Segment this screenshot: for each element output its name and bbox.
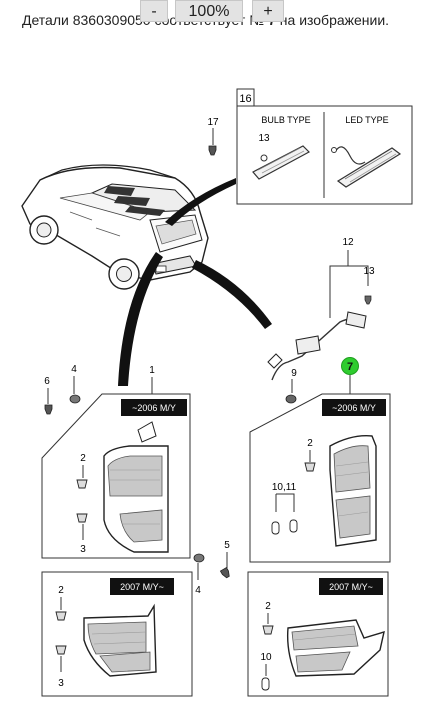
callout-3-a: 3 xyxy=(80,544,86,555)
svg-text:6: 6 xyxy=(44,376,50,387)
box-16-number: 16 xyxy=(239,93,251,105)
title-suffix: на изображении. xyxy=(279,12,390,28)
bulb-callout-13: 13 xyxy=(258,133,270,144)
left-tail-lamp-2007-icon xyxy=(83,603,157,677)
svg-text:4: 4 xyxy=(195,585,201,596)
callout-7: 7 xyxy=(347,361,353,373)
pointer-to-right-lamp xyxy=(192,260,272,329)
svg-text:1: 1 xyxy=(149,365,155,376)
svg-text:5: 5 xyxy=(224,540,230,551)
pointer-to-box-16 xyxy=(165,178,236,226)
callout-12-harness: 12 13 xyxy=(267,237,375,381)
callout-1: 1 xyxy=(149,365,155,394)
callout-6: 6 xyxy=(44,376,53,415)
box-16: 16 BULB TYPE LED TYPE 13 xyxy=(236,88,413,205)
svg-text:9: 9 xyxy=(291,368,297,379)
right-tail-lamp-2006-icon xyxy=(329,435,377,547)
callout-10: 10 xyxy=(260,652,272,663)
svg-text:17: 17 xyxy=(207,117,219,128)
callout-2-a: 2 xyxy=(80,453,86,464)
zoom-in-button[interactable]: + xyxy=(252,0,284,22)
right-bottom-year-label: 2007 M/Y~ xyxy=(329,582,373,592)
callout-5: 5 xyxy=(219,540,230,579)
zoom-level-button[interactable]: 100% xyxy=(175,0,243,22)
callout-2-d: 2 xyxy=(265,601,271,612)
callout-4-top: 4 xyxy=(69,364,81,404)
callout-17: 17 xyxy=(207,117,219,156)
pointer-to-left-lamp xyxy=(118,252,163,386)
callout-10-11: 10,11 xyxy=(272,482,297,493)
right-tail-lamp-panel-2007: 2007 M/Y~ 2 10 xyxy=(247,571,389,697)
led-type-lamp-icon xyxy=(331,146,402,188)
callout-2-b: 2 xyxy=(307,438,313,449)
svg-text:4: 4 xyxy=(71,364,77,375)
right-tail-lamp-2007-icon xyxy=(286,619,385,677)
svg-text:12: 12 xyxy=(342,237,354,248)
left-tail-lamp-panel-2007: 2007 M/Y~ 2 3 xyxy=(41,571,193,697)
right-tail-lamp-panel-2006: ~2006 M/Y 7 2 10,11 xyxy=(249,357,391,563)
left-bottom-year-label: 2007 M/Y~ xyxy=(120,582,164,592)
callout-4-bottom: 4 xyxy=(193,553,205,596)
bulb-type-lamp-icon xyxy=(252,145,310,180)
left-top-year-label: ~2006 M/Y xyxy=(132,403,176,413)
right-top-year-label: ~2006 M/Y xyxy=(332,403,376,413)
callout-2-c: 2 xyxy=(58,585,64,596)
left-tail-lamp-2006-icon xyxy=(103,421,169,553)
svg-text:13: 13 xyxy=(363,266,375,277)
callout-3-c: 3 xyxy=(58,678,64,689)
callout-9: 9 xyxy=(285,368,297,404)
left-tail-lamp-panel-2006: ~2006 M/Y 2 3 xyxy=(41,393,191,559)
led-type-label: LED TYPE xyxy=(345,115,388,125)
highlighted-callout-7[interactable] xyxy=(341,357,359,375)
zoom-out-button[interactable]: - xyxy=(140,0,168,22)
bulb-type-label: BULB TYPE xyxy=(261,115,310,125)
car-illustration xyxy=(21,164,209,290)
